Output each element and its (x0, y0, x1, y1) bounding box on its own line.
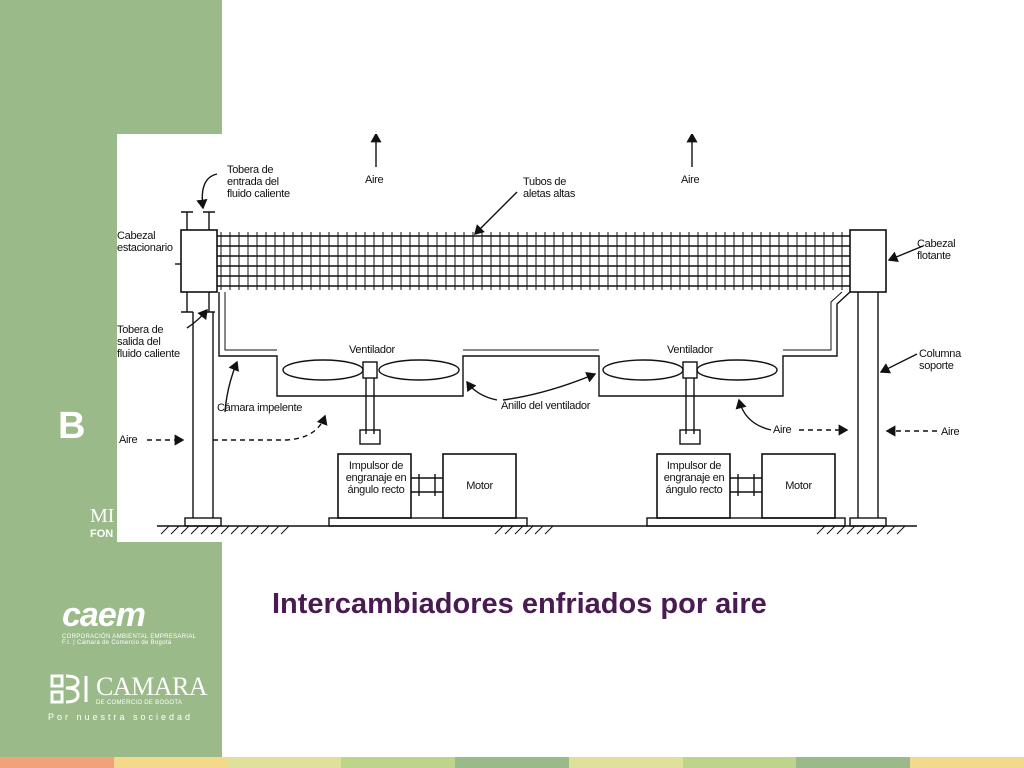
footer-segment-2 (113, 757, 228, 768)
label-ventilador-right: Ventilador (667, 344, 713, 356)
label-tubos-aletas: Tubos de aletas altas (523, 176, 576, 200)
label-anillo-ventilador: Anillo del ventilador (501, 400, 591, 412)
footer-segment-4 (341, 757, 456, 768)
label-aire-left: Aire (119, 434, 138, 446)
label-columna-soporte: Columna soporte (919, 348, 961, 372)
footer-segment-8 (796, 757, 911, 768)
support-column-right (849, 292, 887, 527)
label-ventilador-left: Ventilador (349, 344, 395, 356)
label-aire-mid-right: Aire (773, 424, 792, 436)
plenum-chamber (218, 291, 851, 397)
footer-segment-9 (910, 757, 1024, 768)
finned-tube-bundle (217, 232, 850, 290)
label-cabezal-estacionario: Cabezal estacionario (117, 230, 173, 254)
footer-segment-3 (227, 757, 342, 768)
label-cabezal-flotante: Cabezal flotante (917, 238, 956, 262)
label-aire-top-left: Aire (365, 174, 384, 186)
label-impulsor-right: Impulsor de engranaje en ángulo recto (663, 460, 725, 496)
label-camara-impelente: Cámara impelente (217, 402, 303, 414)
stationary-header (180, 229, 218, 293)
footer-segment-5 (455, 757, 569, 768)
footer-segment-6 (568, 757, 683, 768)
label-motor-left: Motor (466, 480, 493, 492)
support-column-left (184, 312, 222, 527)
heat-exchanger-diagram: Tobera de entrada del fluido caliente Ai… (117, 134, 961, 542)
label-impulsor-left: Impulsor de engranaje en ángulo recto (345, 460, 407, 496)
camara-tagline: Por nuestra sociedad (48, 712, 194, 722)
partial-logo-1: B (58, 405, 86, 447)
fan-left (282, 359, 460, 445)
floating-header (849, 229, 887, 293)
footer-segment-1 (0, 757, 114, 768)
diagram-drawing (147, 134, 937, 535)
label-tobera-salida: Tobera de salida del fluido caliente (117, 324, 180, 360)
caem-logo-subtitle-2: F.I. | Cámara de Comercio de Bogotá (62, 640, 172, 646)
label-motor-right: Motor (785, 480, 812, 492)
camara-logo: CAMARA DE COMERCIO DE BOGOTA Por nuestra… (48, 672, 208, 722)
caem-logo-subtitle-1: CORPORACIÓN AMBIENTAL EMPRESARIAL (62, 634, 197, 640)
label-tobera-entrada: Tobera de entrada del fluido caliente (227, 164, 290, 200)
partial-logo-3: FON (90, 528, 114, 540)
camara-logo-word: CAMARA (96, 672, 208, 701)
caem-logo-word: caem (62, 596, 146, 634)
label-aire-top-right: Aire (681, 174, 700, 186)
fan-right (602, 359, 778, 445)
slide-title: Intercambiadores enfriados por aire (272, 588, 767, 620)
label-aire-far-right: Aire (941, 426, 960, 438)
partial-logo-2: MI (90, 505, 115, 527)
caem-logo: caem CORPORACIÓN AMBIENTAL EMPRESARIAL F… (62, 596, 196, 647)
camara-emblem-icon (50, 674, 88, 704)
camara-logo-subtitle: DE COMERCIO DE BOGOTA (96, 700, 183, 706)
footer-color-bar (0, 757, 1024, 768)
footer-segment-7 (682, 757, 797, 768)
